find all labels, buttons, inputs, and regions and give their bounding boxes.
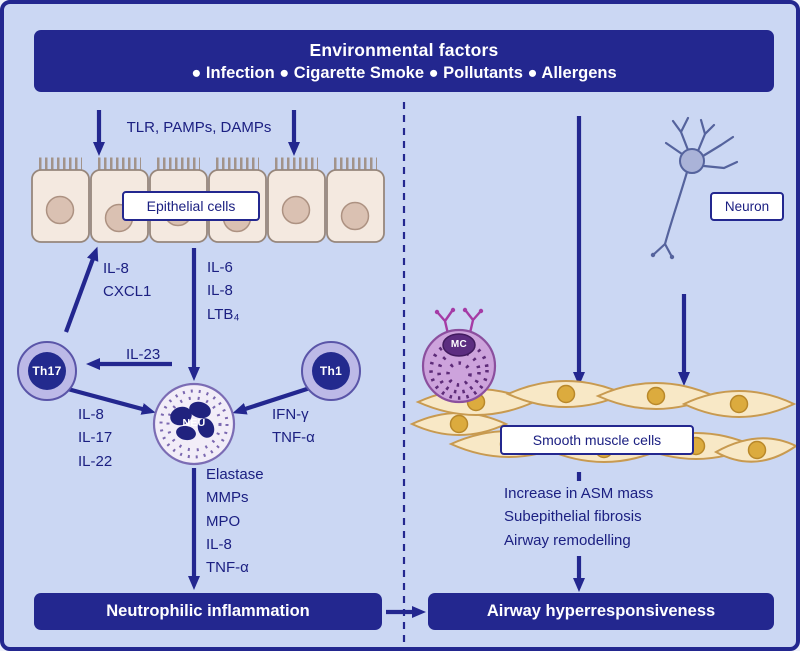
il8-cxcl1-label: IL-8 CXCL1: [103, 260, 152, 301]
il23-label: IL-23: [126, 346, 161, 363]
pathway-diagram-svg: [17, 102, 796, 647]
arrow-th1-to-neutrophil: [232, 386, 311, 415]
environmental-factors-banner: Environmental factors ● Infection ● Ciga…: [34, 30, 774, 92]
il6-il8-ltb4-label: IL-6 IL-8 LTB₄: [207, 259, 240, 323]
neutrophil-cell: [152, 382, 236, 466]
airway-hyperresponsiveness-banner: Airway hyperresponsiveness: [428, 593, 774, 630]
airway-effects-label: Increase in ASM mass Subepithelial fibro…: [504, 485, 654, 549]
neutrophil-cell-label: NEU: [182, 417, 206, 429]
smooth-muscle-box-label: Smooth muscle cells: [500, 425, 694, 455]
th17-cell-label: Th17: [32, 364, 62, 378]
th17-cell: [17, 341, 77, 401]
arrow-th17-to-neutrophil: [63, 385, 156, 415]
arrow-group: [63, 110, 690, 618]
mast-cell: [421, 307, 497, 404]
arrow-th17-to-epithelium: [64, 246, 99, 333]
th1-cytokines-label: IFN-γ TNF-α: [272, 406, 315, 447]
neuron-box-label: Neuron: [710, 192, 784, 221]
th1-cell-label: Th1: [319, 364, 343, 378]
tlr-pamps-damps-label: TLR, PAMPs, DAMPs: [126, 119, 272, 136]
neutrophil-products-label: Elastase MMPs MPO IL-8 TNF-α: [206, 466, 264, 576]
banner-title: Environmental factors: [309, 39, 499, 60]
mast-cell-label: MC: [450, 339, 468, 350]
th1-cell: [301, 341, 361, 401]
th17-cytokines-label: IL-8 IL-17 IL-22: [78, 406, 113, 470]
neutrophilic-inflammation-banner: Neutrophilic inflammation: [34, 593, 382, 630]
banner-factors-list: ● Infection ● Cigarette Smoke ● Pollutan…: [191, 63, 617, 82]
neuron-illustration: [650, 116, 739, 260]
epithelial-cells-box-label: Epithelial cells: [122, 191, 260, 221]
